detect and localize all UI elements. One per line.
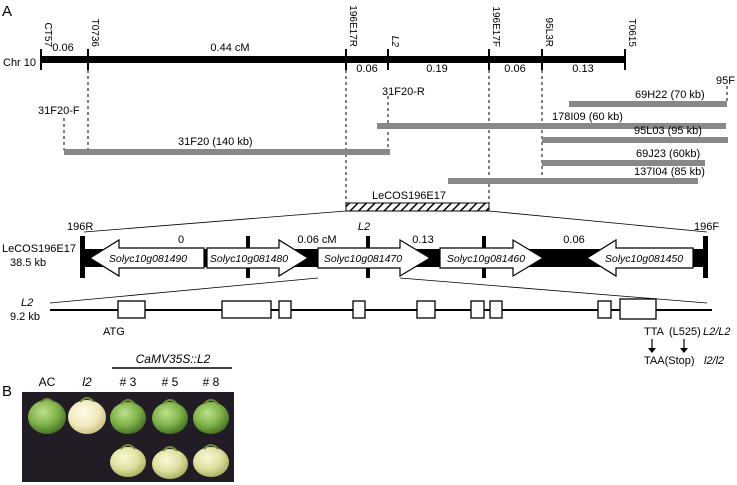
mutation-position: (L525) (669, 326, 701, 338)
chromosome-map: Chr 10 CT57 T0736 196E17R L2 196E17F 95L… (3, 5, 637, 75)
cosmid-distance: 0.06 (563, 234, 584, 246)
photo-label-3: # 3 (120, 375, 137, 389)
gene-label: Solyc10g081450 (605, 253, 683, 265)
clone-label-69h22: 69H22 (70 kb) (635, 89, 705, 101)
photo-label-ac: AC (39, 375, 56, 389)
clone-label-95f: 95F (716, 75, 735, 87)
marker-ct57: CT57 (42, 23, 53, 48)
marker-t0736: T0736 (89, 19, 100, 48)
tomato (28, 398, 66, 434)
photo-label-8: # 8 (203, 375, 220, 389)
exon-box (278, 300, 292, 319)
cosmid-distance: 0.13 (412, 234, 433, 246)
mutation-arrowhead (680, 348, 688, 353)
marker-95l3r: 95L3R (543, 18, 554, 47)
distance-label: 0.06 (504, 63, 525, 75)
clone-bar-69h22 (569, 101, 727, 107)
photo-label-l2: l2 (82, 375, 92, 389)
tomato (152, 446, 188, 479)
cosmid-left-end: 196R (67, 221, 93, 233)
exon-box (117, 300, 146, 319)
clone-label-31f20-f: 31F20-F (38, 105, 80, 117)
clone-bar-69j23 (542, 160, 705, 166)
zoom-line (83, 210, 347, 233)
marker-196e17r: 196E17R (347, 5, 358, 47)
gene-label: Solyc10g081490 (109, 253, 187, 265)
clone-label-31f20: 31F20 (140 kb) (178, 136, 253, 148)
gene-arrow-081480 (206, 238, 310, 278)
gene-model-size: 9.2 kb (10, 311, 40, 323)
tomato (110, 444, 146, 477)
mutation-arrowhead (648, 348, 656, 353)
marker-196e17f: 196E17F (490, 6, 501, 47)
tomato (152, 399, 188, 434)
gene-arrow-081490 (88, 238, 205, 278)
genotype-wt: L2/L2 (703, 326, 731, 338)
exon-box (416, 300, 436, 319)
exon-box (352, 300, 366, 319)
zoom-line (488, 210, 708, 233)
distance-label: 0.06 (356, 63, 377, 75)
tomato (110, 399, 146, 434)
gene-model-name: L2 (21, 297, 33, 309)
exon-box (489, 300, 503, 319)
marker-t0615: T0615 (626, 19, 637, 48)
zoom-line (399, 277, 708, 304)
tomato (68, 397, 106, 434)
tomato (193, 399, 229, 434)
gene-arrow-081470 (317, 238, 432, 278)
panel-b-label: B (2, 383, 12, 400)
cosmid-label: LeCOS196E17 (372, 190, 446, 202)
chromosome-bar (40, 56, 626, 63)
exon-box (470, 300, 485, 319)
exon-box (597, 300, 612, 319)
cosmid-distance: 0.06 cM (297, 234, 336, 246)
genotype-mut: l2/l2 (704, 355, 724, 367)
l2-position-label: L2 (358, 221, 370, 233)
gene-label: Solyc10g081470 (324, 253, 402, 265)
clone-bar-137i04 (448, 178, 698, 184)
cosmid-size: 38.5 kb (10, 257, 46, 269)
photo-label-5: # 5 (162, 375, 179, 389)
cosmid-name: LeCOS196E17 (2, 243, 76, 255)
codon-wt: TTA (644, 326, 665, 338)
zoom-line (49, 277, 319, 304)
atg-label: ATG (103, 326, 125, 338)
clone-label-178i09: 178I09 (60 kb) (552, 111, 623, 123)
cosmid-end-right (703, 236, 708, 278)
clone-label-69j23: 69J23 (60kb) (636, 148, 700, 160)
photo-panel: CaMV35S::L2 AC l2 # 3 # 5 # 8 (22, 352, 234, 482)
bac-clones (64, 101, 728, 184)
transgene-label: CaMV35S::L2 (136, 352, 211, 366)
exon-box (221, 300, 272, 319)
cosmid-map: 196R 196F L2 LeCOS196E17 38.5 kb 0 0.06 … (2, 221, 719, 278)
gene-label: Solyc10g081480 (210, 253, 288, 265)
distance-label: 0.19 (426, 63, 447, 75)
clone-bar-95l03 (542, 137, 728, 143)
panel-a-label: A (2, 3, 12, 20)
gene-arrow-081450 (585, 238, 694, 278)
chromosome-name: Chr 10 (3, 57, 36, 69)
marker-l2: L2 (389, 36, 400, 48)
cosmid-hatched-bar (345, 202, 490, 212)
distance-label: 0.06 (52, 42, 73, 54)
clone-label-137i04: 137I04 (85 kb) (634, 166, 705, 178)
clone-bar-31f20 (64, 149, 390, 155)
gene-arrow-081460 (439, 238, 545, 278)
cosmid-end-left (80, 236, 85, 278)
distance-label: 0.13 (572, 63, 593, 75)
cosmid-distance: 0 (178, 234, 184, 246)
clone-label-31f20-r: 31F20-R (382, 86, 425, 98)
gene-label: Solyc10g081460 (447, 253, 525, 265)
gene-model: L2 9.2 kb ATG TTA (L525) L2/L2 TAA(Stop)… (10, 297, 731, 367)
distance-label: 0.44 cM (210, 42, 249, 54)
clone-label-95l03: 95L03 (95 kb) (634, 125, 702, 137)
exon-box (619, 298, 657, 320)
cosmid-right-end: 196F (694, 221, 719, 233)
clone-bar-178i09 (377, 123, 726, 129)
tomato (193, 444, 229, 477)
codon-mut: TAA(Stop) (644, 355, 695, 367)
